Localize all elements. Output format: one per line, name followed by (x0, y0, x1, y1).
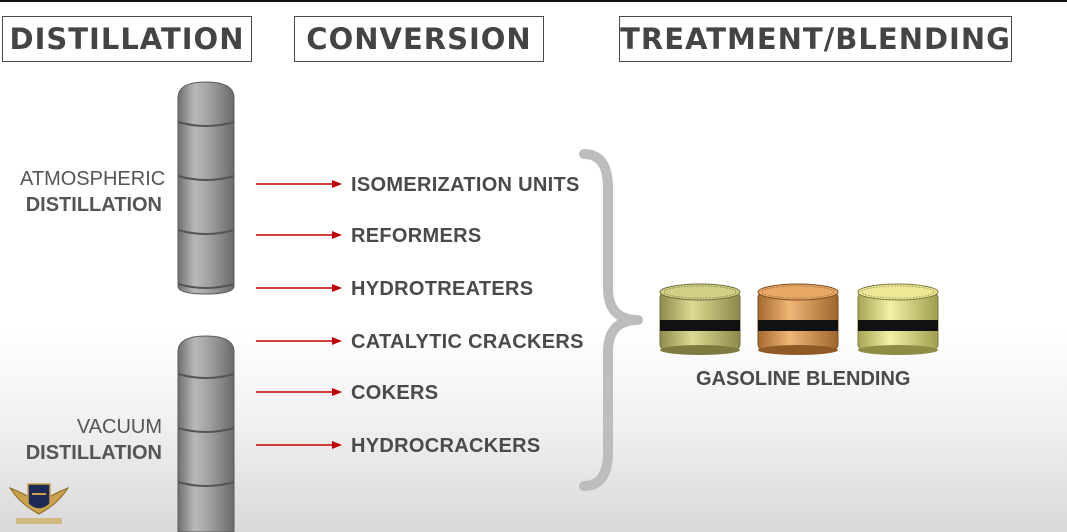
vacuum-distillation-label: VACUUM DISTILLATION (20, 414, 162, 466)
atmospheric-distillation-label: ATMOSPHERIC DISTILLATION (20, 166, 166, 218)
header-distillation: DISTILLATION (2, 16, 252, 62)
arrow-right-icon (256, 284, 342, 292)
blending-tank-icon (659, 283, 741, 355)
unit-isomerization: ISOMERIZATION UNITS (351, 174, 580, 196)
header-treatment-blending: TREATMENT/BLENDING (619, 16, 1012, 62)
arrow-right-icon (256, 337, 342, 345)
forum-logo-icon (8, 483, 70, 524)
atmospheric-line2: DISTILLATION (25, 194, 162, 216)
distillation-tower-icon (177, 335, 235, 532)
arrow-right-icon (256, 180, 342, 188)
atmospheric-line1: ATMOSPHERIC (20, 168, 166, 190)
unit-hydrocrackers: HYDROCRACKERS (351, 435, 541, 457)
arrow-right-icon (256, 388, 342, 396)
top-border (0, 0, 1067, 2)
vacuum-line2: DISTILLATION (25, 442, 162, 464)
arrow-right-icon (256, 441, 342, 449)
unit-hydrotreaters: HYDROTREATERS (351, 278, 534, 300)
blending-tank-icon (757, 283, 839, 355)
unit-reformers: REFORMERS (351, 225, 482, 247)
unit-catalytic-crackers: CATALYTIC CRACKERS (351, 331, 584, 353)
distillation-tower-icon (177, 81, 235, 295)
brace-icon (579, 149, 643, 491)
unit-cokers: COKERS (351, 382, 439, 404)
gasoline-blending-label: GASOLINE BLENDING (696, 368, 911, 390)
blending-tank-icon (857, 283, 939, 355)
arrow-right-icon (256, 231, 342, 239)
vacuum-line1: VACUUM (76, 416, 162, 438)
header-conversion: CONVERSION (294, 16, 544, 62)
